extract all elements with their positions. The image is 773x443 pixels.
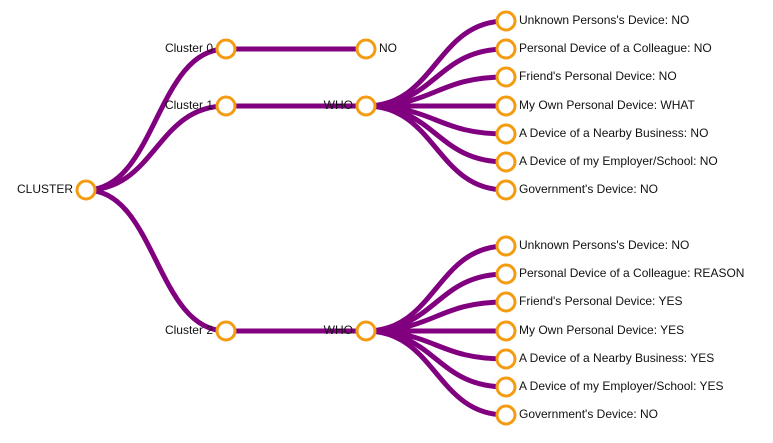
leaf-node-1-5-circle[interactable]	[495, 151, 517, 173]
leaf-node-2-3-circle[interactable]	[495, 320, 517, 342]
cluster-node-2-circle[interactable]	[215, 320, 237, 342]
leaf-node-2-6-circle[interactable]	[495, 404, 517, 426]
cluster-node-0-label: Cluster 0	[165, 41, 213, 55]
answer-node-0-circle[interactable]	[355, 38, 377, 60]
link-root-to-cluster-1	[83, 103, 229, 193]
leaf-node-2-4-circle[interactable]	[495, 348, 517, 370]
leaf-node-2-4-label: A Device of a Nearby Business: YES	[519, 351, 714, 365]
leaf-node-2-3-label: My Own Personal Device: YES	[519, 323, 684, 337]
cluster-node-0[interactable]: Cluster 0	[165, 38, 237, 60]
leaf-node-1-1-circle[interactable]	[495, 38, 517, 60]
leaf-node-2-6-label: Government's Device: NO	[519, 407, 658, 421]
root-node-label: CLUSTER	[17, 182, 73, 196]
cluster-node-0-circle[interactable]	[215, 38, 237, 60]
leaf-node-2-3[interactable]: My Own Personal Device: YES	[495, 320, 684, 342]
leaf-node-2-1-circle[interactable]	[495, 263, 517, 285]
cluster-node-2-label: Cluster 2	[165, 323, 213, 337]
leaf-node-1-6[interactable]: Government's Device: NO	[495, 179, 658, 201]
leaf-node-1-2-circle[interactable]	[495, 66, 517, 88]
leaf-node-1-0-circle[interactable]	[495, 10, 517, 32]
link-root-to-cluster-0	[83, 46, 229, 193]
leaf-node-1-4[interactable]: A Device of a Nearby Business: NO	[495, 123, 708, 145]
root-node[interactable]: CLUSTER	[17, 179, 97, 201]
leaf-node-2-0-label: Unknown Persons's Device: NO	[519, 238, 689, 252]
leaf-node-1-3[interactable]: My Own Personal Device: WHAT	[495, 95, 695, 117]
leaf-node-2-2-label: Friend's Personal Device: YES	[519, 294, 682, 308]
leaf-node-1-6-label: Government's Device: NO	[519, 182, 658, 196]
leaf-node-1-4-label: A Device of a Nearby Business: NO	[519, 126, 708, 140]
leaf-node-2-5-label: A Device of my Employer/School: YES	[519, 379, 724, 393]
leaf-node-2-0[interactable]: Unknown Persons's Device: NO	[495, 235, 689, 257]
leaf-node-1-0[interactable]: Unknown Persons's Device: NO	[495, 10, 689, 32]
answer-node-2-label: WHO	[324, 323, 353, 337]
answer-node-1-circle[interactable]	[355, 95, 377, 117]
leaf-node-2-1-label: Personal Device of a Colleague: REASON	[519, 266, 744, 280]
leaf-node-1-4-circle[interactable]	[495, 123, 517, 145]
leaf-node-2-1[interactable]: Personal Device of a Colleague: REASON	[495, 263, 744, 285]
answer-node-1-label: WHO	[324, 98, 353, 112]
leaf-node-2-5[interactable]: A Device of my Employer/School: YES	[495, 376, 724, 398]
leaf-node-1-2[interactable]: Friend's Personal Device: NO	[495, 66, 677, 88]
answer-node-2[interactable]: WHO	[324, 320, 377, 342]
leaf-node-1-1[interactable]: Personal Device of a Colleague: NO	[495, 38, 712, 60]
leaf-node-1-5-label: A Device of my Employer/School: NO	[519, 154, 718, 168]
leaf-node-2-4[interactable]: A Device of a Nearby Business: YES	[495, 348, 714, 370]
answer-node-0-label: NO	[379, 41, 397, 55]
root-node-circle[interactable]	[75, 179, 97, 201]
leaf-node-1-5[interactable]: A Device of my Employer/School: NO	[495, 151, 718, 173]
tree-links	[83, 18, 509, 418]
leaf-node-1-3-label: My Own Personal Device: WHAT	[519, 98, 695, 112]
leaf-node-2-2[interactable]: Friend's Personal Device: YES	[495, 291, 682, 313]
answer-node-1[interactable]: WHO	[324, 95, 377, 117]
cluster-node-1[interactable]: Cluster 1	[165, 95, 237, 117]
leaf-node-2-6[interactable]: Government's Device: NO	[495, 404, 658, 426]
leaf-node-1-0-label: Unknown Persons's Device: NO	[519, 13, 689, 27]
tree-nodes: CLUSTER Cluster 0 NO Cluster 1 WHO Unknown Pe…	[17, 10, 744, 426]
link-cluster-1-leaf-6	[363, 103, 509, 193]
cluster-node-1-circle[interactable]	[215, 95, 237, 117]
leaf-node-2-2-circle[interactable]	[495, 291, 517, 313]
leaf-node-1-3-circle[interactable]	[495, 95, 517, 117]
answer-node-0[interactable]: NO	[355, 38, 397, 60]
cluster-node-1-label: Cluster 1	[165, 98, 213, 112]
link-root-to-cluster-2	[83, 187, 229, 334]
leaf-node-2-5-circle[interactable]	[495, 376, 517, 398]
leaf-node-1-1-label: Personal Device of a Colleague: NO	[519, 41, 712, 55]
leaf-node-2-0-circle[interactable]	[495, 235, 517, 257]
link-cluster-2-leaf-6	[363, 328, 509, 418]
answer-node-2-circle[interactable]	[355, 320, 377, 342]
leaf-node-1-2-label: Friend's Personal Device: NO	[519, 69, 677, 83]
cluster-node-2[interactable]: Cluster 2	[165, 320, 237, 342]
leaf-node-1-6-circle[interactable]	[495, 179, 517, 201]
